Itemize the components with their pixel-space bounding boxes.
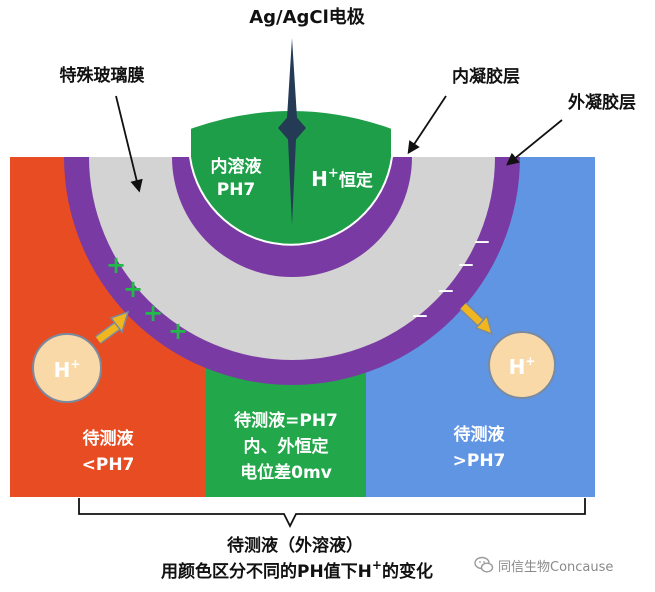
glass-membrane-pointer: [115, 95, 143, 193]
watermark: 同信生物Concause: [474, 553, 646, 577]
right-panel-line2: >PH7: [453, 451, 506, 471]
left-panel-line1: 待测液: [83, 428, 134, 449]
watermark-text: 同信生物Concause: [498, 559, 614, 575]
h-ion-left-sup: +: [70, 357, 80, 371]
minus-charge: —: [459, 255, 474, 273]
plus-charge: +: [143, 299, 163, 327]
minus-charge: —: [439, 281, 454, 299]
h-ion-right-symbol: H: [509, 355, 526, 379]
outer-gel-pointer: [506, 119, 563, 166]
inner-gel-pointer: [407, 95, 447, 155]
electrode-diamond: [278, 112, 306, 144]
h-ion-left: [32, 333, 102, 403]
constant-ion: H: [311, 167, 328, 191]
plus-charge: +: [106, 251, 126, 279]
caption-line2: 用颜色区分不同的PH值下H+的变化: [161, 558, 433, 582]
inner-solution-ph: PH7: [217, 180, 256, 200]
caption-line2-post: 的变化: [382, 561, 433, 582]
middle-panel-line1: 待测液=PH7: [234, 410, 338, 431]
caption-line1: 待测液（外溶液）: [227, 535, 363, 556]
h-ion-left-arrowhead: [109, 310, 130, 334]
constant-label: H+恒定: [311, 166, 373, 191]
wechat-icon: [474, 556, 494, 573]
minus-charge: —: [475, 232, 490, 250]
h-ion-right-arrow-fill: [460, 303, 484, 326]
constant-text: 恒定: [339, 170, 373, 191]
h-ion-left-label: H+: [54, 357, 81, 382]
electrode-label: Ag/AgCl电极: [249, 6, 366, 28]
inner-gel-label: 内凝胶层: [452, 66, 520, 87]
h-ion-right-sup: +: [525, 354, 535, 368]
middle-panel-line3: 电位差0mv: [240, 462, 332, 483]
middle-panel-line2: 内、外恒定: [244, 436, 329, 457]
constant-sup: +: [328, 166, 339, 181]
right-panel-line1: 待测液: [454, 424, 505, 445]
h-ion-left-symbol: H: [54, 358, 71, 382]
h-ion-right: [488, 331, 556, 399]
inner-solution-name: 内溶液: [211, 156, 262, 177]
h-ion-left-arrow-fill: [95, 321, 123, 343]
bottom-brace: [78, 498, 586, 529]
glass-membrane-label: 特殊玻璃膜: [60, 65, 145, 86]
caption-line2-sup: +: [372, 558, 382, 572]
outer-gel-label: 外凝胶层: [568, 92, 636, 113]
h-ion-right-arrowhead: [474, 314, 494, 336]
plus-charge: +: [123, 275, 143, 303]
h-ion-right-label: H+: [509, 354, 536, 379]
minus-charge: —: [413, 306, 428, 324]
plus-charge: +: [168, 317, 188, 345]
left-panel-line2: <PH7: [82, 455, 135, 475]
caption-line2-pre: 用颜色区分不同的PH值下H: [161, 561, 372, 582]
